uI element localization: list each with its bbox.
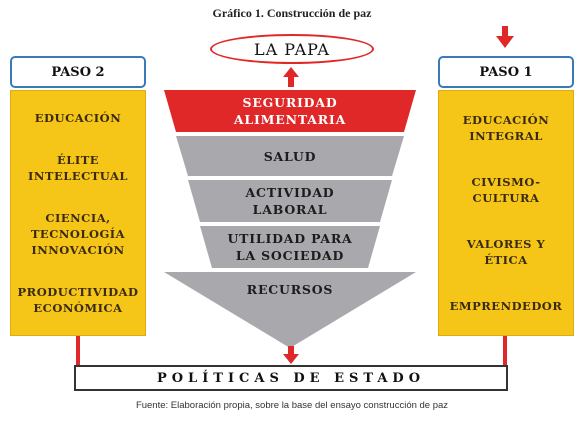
level-salud-label: SALUD <box>263 148 317 164</box>
funnel-band-utilidad <box>200 226 380 268</box>
paso-2-column: EDUCACIÓN ÉLITE INTELECTUAL CIENCIA, TEC… <box>10 90 146 336</box>
right-item: CIVISMO-CULTURA <box>471 175 541 205</box>
left-item: PRODUCTIVIDAD ECONÓMICA <box>17 285 139 315</box>
funnel: SEGURIDAD ALIMENTARIA SALUD ACTIVIDAD LA… <box>164 90 416 350</box>
right-item: VALORES Y ÉTICA <box>466 237 546 267</box>
level-seguridad-label: SEGURIDAD ALIMENTARIA <box>233 95 347 127</box>
base-politicas-de-estado: POLÍTICAS DE ESTADO <box>74 365 508 391</box>
right-connector <box>503 336 507 366</box>
funnel-band-seguridad <box>164 90 416 132</box>
left-item: ÉLITE INTELECTUAL <box>28 153 128 183</box>
paso-1-column: EDUCACIÓN INTEGRAL CIVISMO-CULTURA VALOR… <box>438 90 574 336</box>
funnel-band-salud <box>176 136 404 176</box>
down-arrow-icon <box>283 346 299 364</box>
left-connector <box>76 336 80 366</box>
left-item: CIENCIA, TECNOLOGÍA INNOVACIÓN <box>30 211 126 257</box>
down-arrow-icon <box>496 26 514 48</box>
top-node-la-papa: LA PAPA <box>210 34 374 64</box>
funnel-shapes <box>164 90 416 348</box>
right-item: EMPRENDEDOR <box>449 299 563 313</box>
level-actividad-label: ACTIVIDAD LABORAL <box>245 185 335 217</box>
level-utilidad-label: UTILIDAD PARA LA SOCIEDAD <box>227 231 353 263</box>
level-recursos-label: RECURSOS <box>246 281 334 297</box>
source-note: Fuente: Elaboración propia, sobre la bas… <box>135 400 449 411</box>
paso-2-header: PASO 2 <box>10 56 146 88</box>
funnel-band-recursos <box>164 272 416 348</box>
right-item: EDUCACIÓN INTEGRAL <box>462 113 550 143</box>
funnel-band-actividad <box>188 180 392 222</box>
up-arrow-icon <box>283 67 299 87</box>
figure-title: Gráfico 1. Construcción de paz <box>212 6 372 20</box>
left-item: EDUCACIÓN <box>34 111 122 125</box>
paso-1-header: PASO 1 <box>438 56 574 88</box>
